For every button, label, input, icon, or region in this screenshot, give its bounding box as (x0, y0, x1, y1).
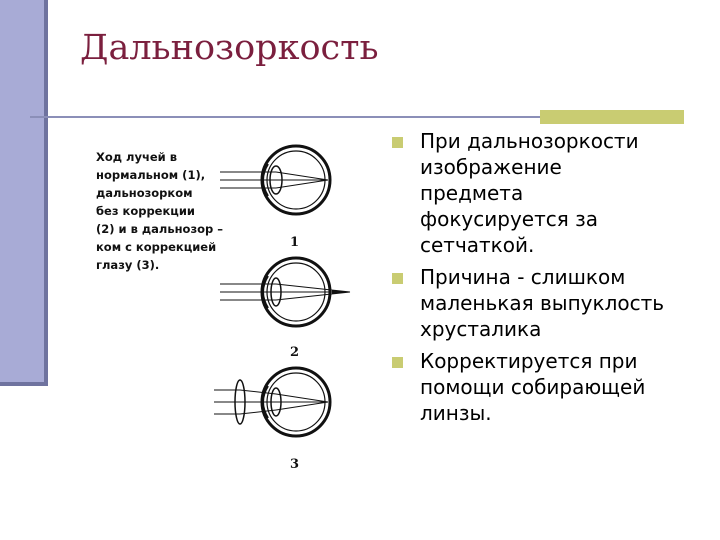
figure-number-1: 1 (290, 235, 299, 250)
bullet-line: Корректируется при (420, 349, 638, 373)
caption-line: Ход лучей в (96, 150, 178, 164)
bullet-item: Корректируется при помощи собирающей лин… (390, 348, 700, 426)
figure-number-3: 3 (290, 457, 299, 472)
divider-accent (540, 110, 684, 124)
bullet-line: Причина - слишком (420, 265, 626, 289)
caption-line: глазу (3). (96, 258, 160, 272)
eye-corrected-figure (214, 366, 332, 438)
bullet-line: линзы. (420, 401, 492, 425)
figure-caption: Ход лучей в нормальном (1), дальнозорком… (96, 148, 246, 274)
bullet-text: Корректируется при помощи собирающей лин… (420, 348, 700, 426)
caption-line: ком с коррекцией (96, 240, 217, 254)
bullet-item: Причина - слишком маленькая выпуклость х… (390, 264, 700, 342)
caption-line: нормальном (1), (96, 168, 206, 182)
bullet-marker-icon (392, 357, 403, 368)
caption-line: (2) и в дальнозор – (96, 222, 224, 236)
eye-ray-diagram: 1 2 3 (214, 144, 351, 472)
figure-number-2: 2 (290, 345, 299, 360)
bullet-line: изображение (420, 155, 562, 179)
caption-line: без коррекции (96, 204, 195, 218)
bullet-line: хрусталика (420, 317, 542, 341)
bullet-text: Причина - слишком маленькая выпуклость х… (420, 264, 700, 342)
bullet-item: При дальнозоркости изображение предмета … (390, 128, 700, 258)
eye-normal-figure (220, 144, 332, 216)
bullet-line: помощи собирающей (420, 375, 646, 399)
left-accent-bar (0, 0, 44, 382)
bullet-line: маленькая выпуклость (420, 291, 665, 315)
bullet-line: При дальнозоркости (420, 129, 639, 153)
bullet-marker-icon (392, 137, 403, 148)
eye-hyperopic-figure (220, 256, 351, 328)
title-divider (30, 116, 684, 118)
slide-title: Дальнозоркость (80, 28, 379, 68)
left-accent-bar-shadow (44, 0, 48, 386)
bullet-line: сетчаткой. (420, 233, 535, 257)
caption-line: дальнозорком (96, 186, 193, 200)
bullet-list: При дальнозоркости изображение предмета … (390, 128, 700, 432)
bullet-text: При дальнозоркости изображение предмета … (420, 128, 700, 258)
left-accent-bar-bottom (0, 382, 48, 386)
bullet-marker-icon (392, 273, 403, 284)
bullet-line: предмета (420, 181, 524, 205)
bullet-line: фокусируется за (420, 207, 599, 231)
